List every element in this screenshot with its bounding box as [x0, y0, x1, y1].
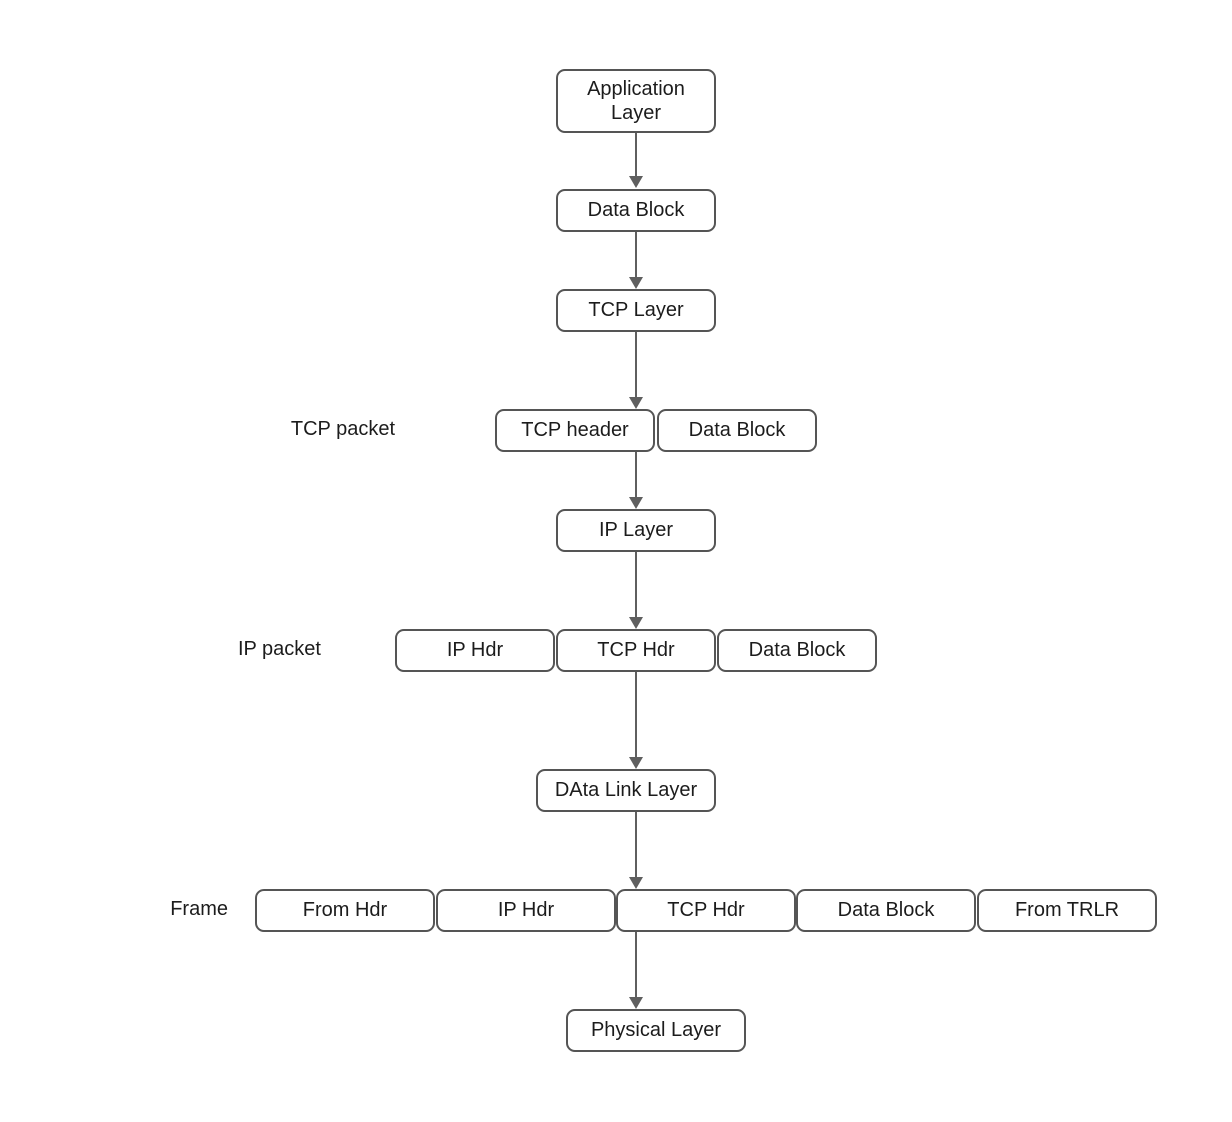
arrow-shaft	[635, 672, 637, 757]
arrow-ip-packet-to-data-link-layer	[629, 672, 643, 769]
cell-ip-packet-data-block-label: Data Block	[748, 639, 846, 662]
cell-tcp-packet-data-block-label: Data Block	[688, 419, 786, 442]
arrow-head	[629, 617, 643, 629]
arrow-data-block-to-tcp-layer	[629, 232, 643, 289]
arrow-application-to-data-block	[629, 133, 643, 188]
arrow-shaft	[635, 552, 637, 617]
node-application-layer[interactable]: Application Layer	[556, 69, 716, 133]
node-ip-layer-label: IP Layer	[598, 519, 674, 542]
cell-ip-packet-data-block[interactable]: Data Block	[717, 629, 877, 672]
cell-frame-tcp-hdr-label: TCP Hdr	[667, 899, 745, 922]
row-label-tcp-packet: TCP packet	[195, 418, 395, 441]
arrow-shaft	[635, 452, 637, 497]
row-label-tcp-packet-text: TCP packet	[290, 418, 395, 440]
arrow-shaft	[635, 133, 637, 176]
arrow-shaft	[635, 812, 637, 877]
arrow-head	[629, 497, 643, 509]
row-label-ip-packet: IP packet	[121, 638, 321, 661]
cell-tcp-packet-data-block[interactable]: Data Block	[657, 409, 817, 452]
cell-frame-data-block[interactable]: Data Block	[796, 889, 976, 932]
arrow-frame-to-physical-layer	[629, 932, 643, 1009]
arrow-tcp-layer-to-tcp-packet	[629, 332, 643, 409]
arrow-head	[629, 877, 643, 889]
node-data-block[interactable]: Data Block	[556, 189, 716, 232]
node-tcp-layer[interactable]: TCP Layer	[556, 289, 716, 332]
node-tcp-layer-label: TCP Layer	[588, 299, 684, 322]
cell-ip-packet-ip-hdr-label: IP Hdr	[446, 639, 504, 662]
cell-frame-from-hdr-label: From Hdr	[302, 899, 388, 922]
node-data-block-label: Data Block	[587, 199, 685, 222]
node-data-link-layer[interactable]: DAta Link Layer	[536, 769, 716, 812]
cell-frame-ip-hdr-label: IP Hdr	[497, 899, 555, 922]
arrow-ip-layer-to-ip-packet	[629, 552, 643, 629]
node-data-link-layer-label: DAta Link Layer	[554, 779, 698, 802]
cell-frame-from-trlr-label: From TRLR	[1014, 899, 1120, 922]
arrow-head	[629, 757, 643, 769]
arrow-head	[629, 176, 643, 188]
cell-tcp-packet-tcp-header[interactable]: TCP header	[495, 409, 655, 452]
cell-ip-packet-tcp-hdr-label: TCP Hdr	[597, 639, 675, 662]
arrow-head	[629, 997, 643, 1009]
cell-frame-from-trlr[interactable]: From TRLR	[977, 889, 1157, 932]
arrow-head	[629, 277, 643, 289]
cell-frame-ip-hdr[interactable]: IP Hdr	[436, 889, 616, 932]
cell-frame-data-block-label: Data Block	[837, 899, 935, 922]
cell-frame-from-hdr[interactable]: From Hdr	[255, 889, 435, 932]
node-ip-layer[interactable]: IP Layer	[556, 509, 716, 552]
arrow-data-link-layer-to-frame	[629, 812, 643, 889]
arrow-shaft	[635, 932, 637, 997]
node-physical-layer-label: Physical Layer	[590, 1019, 722, 1042]
arrow-head	[629, 397, 643, 409]
arrow-shaft	[635, 232, 637, 277]
cell-ip-packet-tcp-hdr[interactable]: TCP Hdr	[556, 629, 716, 672]
row-label-ip-packet-text: IP packet	[237, 638, 321, 660]
row-label-frame: Frame	[68, 898, 228, 921]
arrow-shaft	[635, 332, 637, 397]
cell-frame-tcp-hdr[interactable]: TCP Hdr	[616, 889, 796, 932]
row-label-frame-text: Frame	[170, 898, 228, 920]
cell-tcp-packet-tcp-header-label: TCP header	[521, 419, 629, 442]
node-physical-layer[interactable]: Physical Layer	[566, 1009, 746, 1052]
cell-ip-packet-ip-hdr[interactable]: IP Hdr	[395, 629, 555, 672]
node-application-layer-label: Application Layer	[587, 77, 685, 124]
arrow-tcp-packet-to-ip-layer	[629, 452, 643, 509]
